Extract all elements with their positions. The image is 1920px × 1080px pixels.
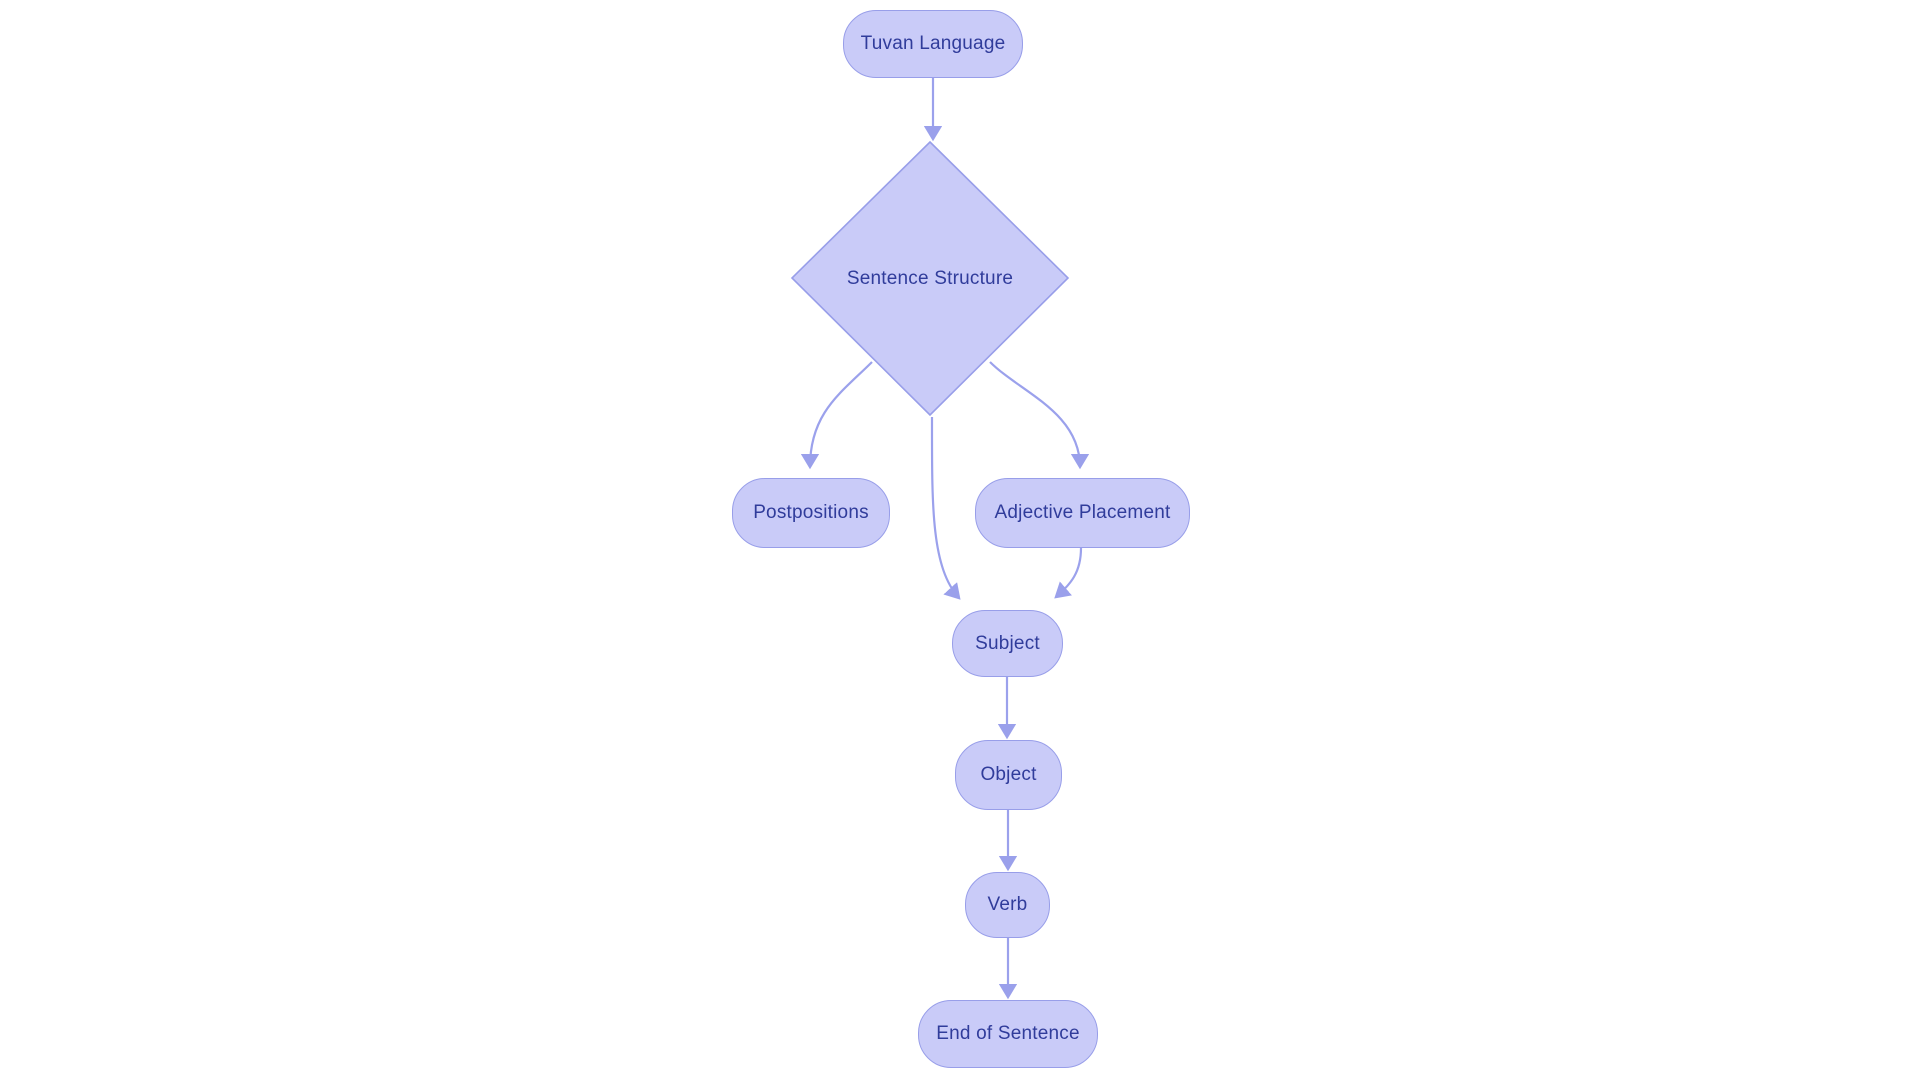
node-verb: Verb: [965, 872, 1050, 938]
node-postpositions-label: Postpositions: [753, 502, 869, 523]
node-object: Object: [955, 740, 1062, 810]
node-tuvan-language-label: Tuvan Language: [860, 33, 1006, 54]
edge-sentence-structure-to-subject: [930, 416, 961, 600]
node-adjective-placement: Adjective Placement: [975, 478, 1190, 548]
node-subject-label: Subject: [975, 632, 1040, 654]
edge-adjective-placement-to-subject: [1054, 547, 1083, 599]
node-subject: Subject: [952, 610, 1063, 677]
node-postpositions: Postpositions: [732, 478, 890, 548]
edge-sentence-structure-to-postpositions: [800, 361, 873, 470]
node-tuvan-language: Tuvan Language: [843, 10, 1023, 78]
node-adjective-placement-label: Adjective Placement: [994, 502, 1171, 523]
node-end-of-sentence: End of Sentence: [918, 1000, 1098, 1068]
node-object-label: Object: [980, 764, 1037, 785]
node-verb-label: Verb: [987, 894, 1028, 915]
node-sentence-structure-shape: [790, 140, 1070, 417]
node-end-of-sentence-label: End of Sentence: [936, 1023, 1080, 1044]
edge-sentence-structure-to-adjective-placement: [989, 361, 1090, 470]
